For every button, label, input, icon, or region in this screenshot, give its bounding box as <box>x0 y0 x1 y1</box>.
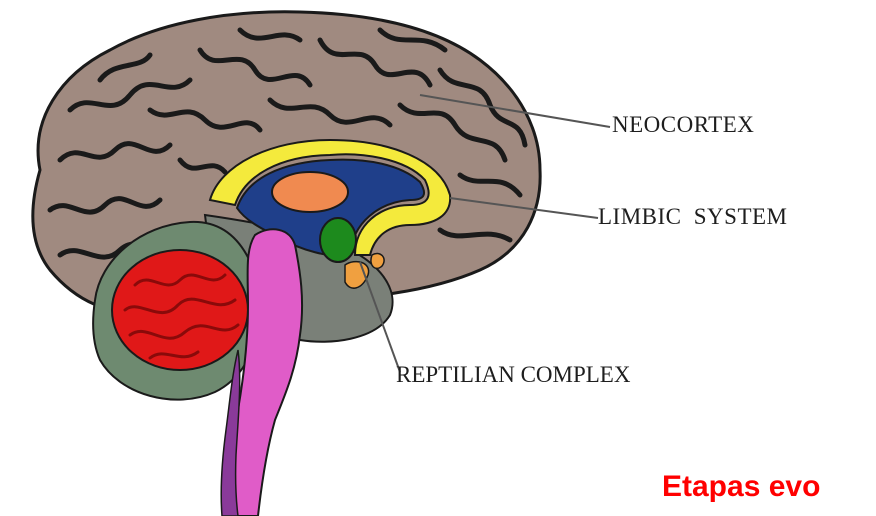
cerebellum <box>112 250 248 370</box>
label-limbic-system: LIMBIC SYSTEM <box>598 204 788 230</box>
amygdala <box>320 218 356 262</box>
caption-title: Etapas evo <box>662 470 876 504</box>
label-reptilian-complex: REPTILIAN COMPLEX <box>396 362 630 388</box>
thalamus <box>272 172 348 212</box>
pituitary <box>371 253 384 268</box>
label-neocortex: NEOCORTEX <box>612 112 754 138</box>
